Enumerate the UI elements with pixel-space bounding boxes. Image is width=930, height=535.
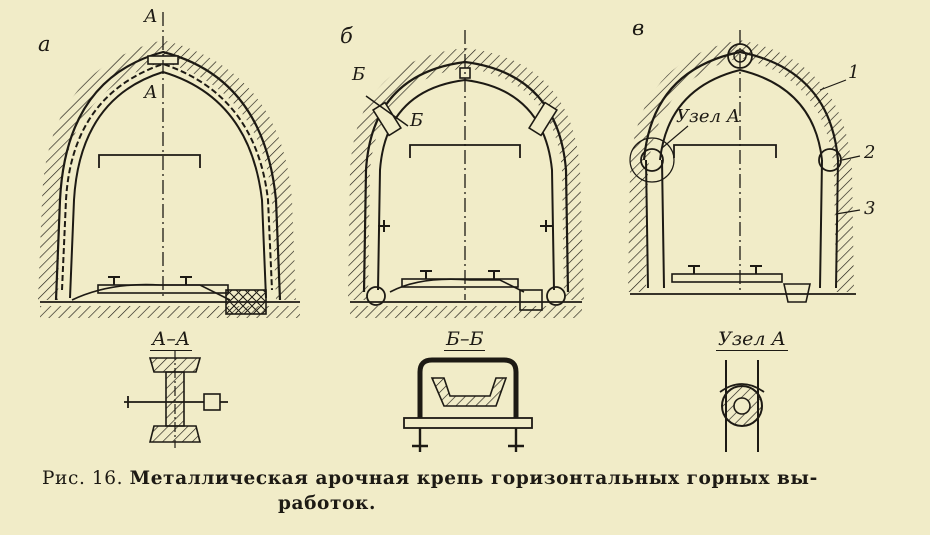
panel-b-section-line: [365, 95, 409, 127]
panel-v-hinge-left-ring: [629, 137, 675, 183]
panel-a-rail-right: [180, 276, 192, 285]
panel-v-arch-outer: [642, 50, 840, 161]
detail-node-cap: [719, 383, 765, 393]
detail-node-drawing: [719, 360, 765, 452]
detail-bb-bolt-right: [508, 428, 524, 452]
panel-v-node-leader: [661, 125, 689, 149]
panel-v-bracket: [673, 144, 777, 158]
panel-v-arch-inner: [659, 68, 823, 161]
panel-v-letter: в: [632, 16, 645, 40]
panel-b-floor-hatch: [350, 306, 582, 318]
detail-aa-flange-bottom: [148, 425, 202, 443]
figure-number: Рис. 16.: [42, 468, 124, 489]
panel-v-post-right: [819, 159, 839, 289]
panel-v-leader-1: [819, 79, 847, 91]
panel-a-lagging: [61, 62, 273, 291]
detail-bb-plate: [403, 417, 533, 429]
panel-v-leader-3: [835, 209, 861, 215]
panel-v-post-left: [645, 159, 665, 289]
panel-b-foot-left: [366, 286, 386, 306]
panel-a-bracket: [98, 154, 201, 168]
panel-v-rail-left: [688, 265, 700, 274]
panel-v-callout-2: 2: [864, 142, 876, 163]
panel-v-rail-right: [750, 265, 762, 274]
panel-b-rock-band: [348, 48, 584, 300]
panel-a-letter: а: [38, 32, 51, 56]
detail-bb-bolt-left: [412, 428, 428, 452]
panel-b-arch-inner: [377, 78, 555, 291]
panel-b-ballast: [389, 278, 525, 293]
detail-bb-stirrup: [417, 357, 519, 418]
detail-aa-heading: А–А: [150, 328, 193, 351]
panel-b-section-mark-top: Б: [352, 64, 366, 85]
panel-b-clamp-right: [540, 220, 552, 232]
detail-bb-profile: [430, 377, 508, 407]
panel-v-callout-3: 3: [864, 198, 876, 219]
panel-a-section-mark-bottom: А: [144, 82, 158, 103]
panel-v-arch-support: [628, 30, 861, 303]
panel-b-arch-support: [348, 30, 584, 318]
panel-b-clamp-left: [378, 220, 390, 232]
panel-v-sleeper: [671, 273, 783, 283]
panel-v-node-label: Узел А: [676, 106, 741, 127]
caption-line-2: работок.: [278, 493, 377, 514]
panel-b-joint-right: [528, 101, 558, 137]
panel-v-leader-2: [841, 155, 861, 161]
panel-b-rail-right: [488, 270, 500, 279]
panel-a-sleeper: [97, 284, 229, 294]
panel-b-section-mark-bottom: Б: [410, 110, 424, 131]
panel-a-section-mark-top: А: [144, 6, 158, 27]
panel-b-rail-left: [420, 270, 432, 279]
detail-node-heading: Узел А: [716, 328, 788, 351]
detail-bb-heading: Б–Б: [444, 328, 486, 351]
panel-a-arch-support: [38, 12, 300, 318]
detail-aa-nut: [203, 393, 221, 411]
caption-line-1: Металлическая арочная крепь горизонтальн…: [129, 468, 818, 489]
panel-v-callout-1: 1: [848, 62, 860, 83]
panel-v-hinge-right: [818, 148, 842, 172]
figure-caption: Рис. 16. Металлическая арочная крепь гор…: [42, 466, 862, 516]
panel-v-hinge-left: [640, 148, 664, 172]
panel-a-arch-outer: [54, 50, 282, 301]
detail-bb-drawing: [403, 357, 533, 452]
panel-b-foot-right: [546, 286, 566, 306]
panel-b-bracket: [409, 144, 521, 158]
panel-a-floor-hatch: [40, 306, 300, 318]
panel-a-rail-left: [108, 276, 120, 285]
detail-node-pin: [733, 397, 751, 415]
panel-b-sleeper: [401, 278, 519, 288]
detail-aa-drawing: [124, 350, 228, 448]
panel-b-letter: б: [340, 24, 353, 48]
panel-v-drain: [783, 283, 811, 303]
